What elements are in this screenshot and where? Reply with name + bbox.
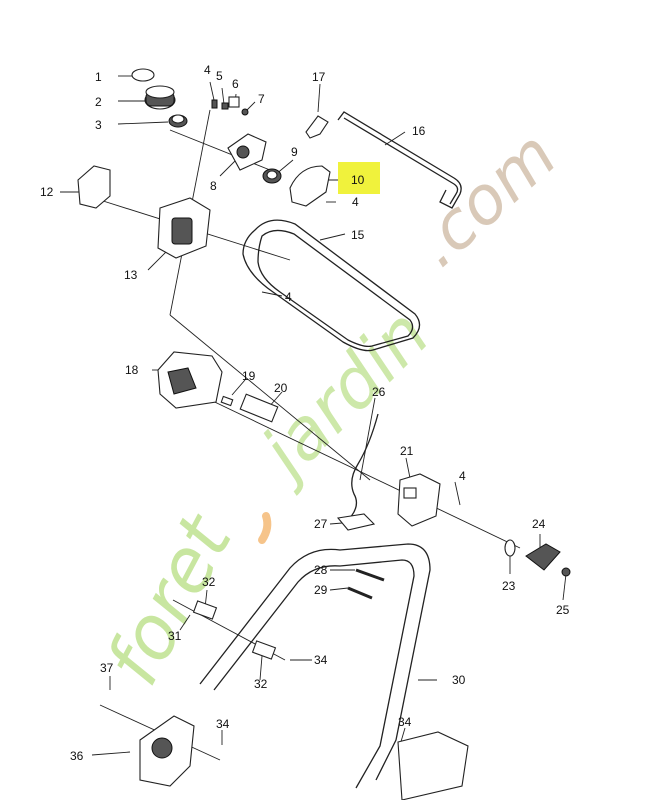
part-19-pin [220,395,234,407]
part-24-knob [525,543,561,571]
watermark-apostrophe [258,512,272,544]
part-23-washer [504,539,516,557]
label-37: 37 [100,661,114,675]
part-15-handle [242,219,421,352]
part-1-oring [131,68,155,82]
part-32b-clip [251,640,277,660]
label-1: 1 [95,70,102,84]
label-9: 9 [291,145,298,159]
label-19: 19 [242,369,256,383]
part-18-console [157,351,223,409]
label-16: 16 [412,124,426,138]
label-15: 15 [351,228,365,242]
label-28: 28 [314,563,328,577]
part-12-bracket [77,165,111,209]
label-34b: 34 [216,717,230,731]
label-6: 6 [232,77,239,91]
part-16-bail-inner [343,117,459,205]
part-26-cable [343,413,379,525]
label-20: 20 [274,381,288,395]
part-small-hardware [211,96,249,116]
label-4c: 4 [285,290,292,304]
part-32a-clip [192,600,218,620]
label-4a: 4 [204,63,211,77]
part-27-clamp [336,513,376,531]
label-34a: 34 [314,653,328,667]
part-30-lower-handle [199,543,431,789]
label-17: 17 [312,70,326,84]
label-4b: 4 [352,195,359,209]
label-32b: 32 [254,677,268,691]
label-21: 21 [400,444,414,458]
part-17-clip [305,115,329,139]
part-28-bolt [355,568,385,582]
label-5: 5 [216,69,223,83]
label-13: 13 [124,268,138,282]
part-2-knob [144,85,176,110]
label-25: 25 [556,603,570,617]
label-31: 31 [168,629,182,643]
label-10: 10 [351,173,365,187]
part-8-housing [227,133,267,171]
label-18: 18 [125,363,139,377]
part-25-nut [561,567,571,577]
part-lower-bracket [397,731,469,800]
label-3: 3 [95,118,102,132]
label-36: 36 [70,749,84,763]
watermark: foret jardin .com [90,116,571,698]
part-36-housing [139,715,195,787]
part-3-nut [168,114,188,128]
label-30: 30 [452,673,466,687]
watermark-dotcom: .com [399,116,571,282]
part-29-bolt [347,586,373,600]
part-10-cover [289,165,331,207]
label-32a: 32 [202,575,216,589]
label-34c: 34 [398,715,412,729]
label-26: 26 [372,385,386,399]
label-4d: 4 [459,469,466,483]
watermark-foret: foret [90,500,250,699]
label-23: 23 [502,579,516,593]
watermark-jardin: jardin [240,293,445,498]
part-9-bearing [262,168,282,184]
label-12: 12 [40,185,54,199]
label-27: 27 [314,517,328,531]
label-2: 2 [95,95,102,109]
label-24: 24 [532,517,546,531]
part-20-block [239,393,279,423]
part-13-housing [157,197,211,259]
label-29: 29 [314,583,328,597]
highlight-box-10 [338,162,380,194]
part-labels: 1 2 3 4 5 6 7 8 9 10 4 12 13 4 15 16 17 … [40,63,570,763]
label-8: 8 [210,179,217,193]
label-7: 7 [258,92,265,106]
part-16-bail [337,111,462,209]
part-21-bracket [397,473,441,527]
parts [77,68,571,800]
